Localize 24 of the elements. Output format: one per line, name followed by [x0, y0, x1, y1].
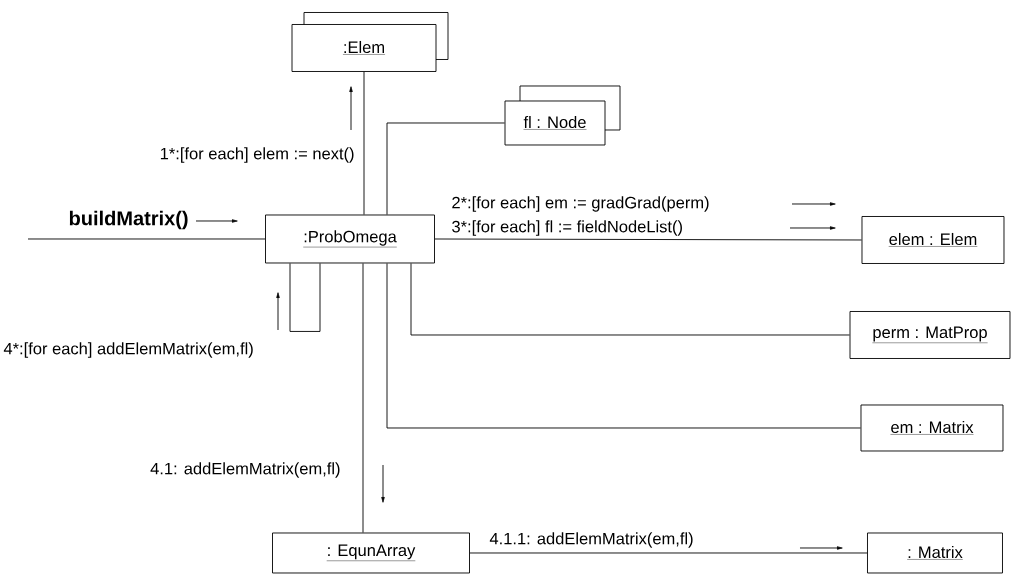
connector-line — [469, 552, 868, 554]
edge-label: 4*:[for each] addElemMatrix(em,fl) — [2, 341, 255, 359]
object-box: elem : Elem — [861, 216, 1005, 264]
edge-label: 1*:[for each] elem := next() — [158, 146, 356, 164]
connector-line — [434, 238, 862, 241]
connector-line — [410, 263, 850, 336]
connector-line — [289, 263, 321, 332]
object-box: em : Matrix — [860, 404, 1004, 452]
object-box: : EqunArray — [272, 532, 470, 574]
edge-label: buildMatrix() — [67, 209, 190, 231]
edge-label: 4.1: addElemMatrix(em,fl) — [149, 461, 342, 479]
edge-label: 2*:[for each] em := gradGrad(perm) — [450, 195, 711, 213]
connector-line — [27, 238, 266, 240]
connector-line — [386, 263, 861, 429]
object-box: :ProbOmega — [265, 214, 435, 264]
object-box: : Matrix — [867, 532, 1003, 574]
message-label: 3*:[for each] fl := fieldNodeList() — [450, 219, 685, 237]
object-box: perm : MatProp — [849, 311, 1011, 359]
edge-label: 4.1.1: addElemMatrix(em,fl) — [488, 531, 695, 549]
stacked-object-box: :Elem — [291, 12, 449, 72]
connector-line — [386, 122, 505, 215]
stacked-object-box: fl : Node — [504, 85, 621, 146]
connector-line — [363, 71, 365, 215]
connector-line — [362, 263, 364, 533]
